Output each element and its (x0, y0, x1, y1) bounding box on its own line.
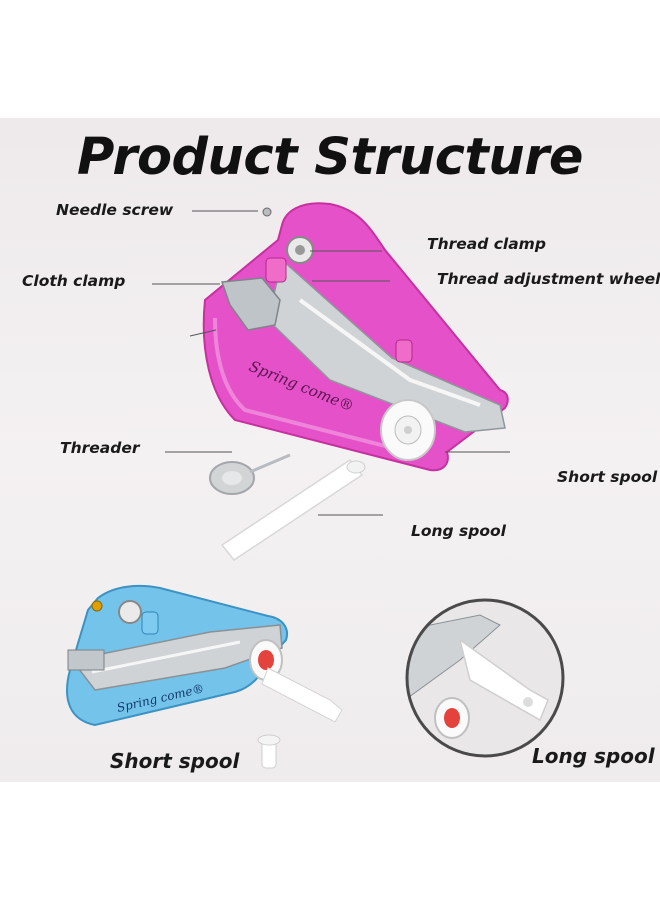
page-title: Product Structure (77, 128, 583, 187)
label-cloth-clamp: Cloth clamp (22, 272, 126, 290)
label-thread-adjustment-wheel: Thread adjustment wheel (437, 270, 660, 288)
long-spool (220, 458, 366, 562)
label-long-spool: Long spool (411, 522, 506, 540)
label-needle-screw: Needle screw (56, 201, 174, 219)
caption-long-spool: Long spool (532, 744, 655, 768)
thread-clamp (265, 257, 287, 283)
threader (209, 453, 291, 495)
caption-short-spool: Short spool (110, 749, 240, 773)
needle-screw (262, 207, 272, 217)
label-threader: Threader (60, 439, 140, 457)
leader-lines (152, 210, 510, 516)
blue-sewing-machine: Spring come® (66, 584, 343, 769)
pink-sewing-machine: Spring come® (202, 202, 509, 472)
label-short-spool: Short spool (557, 468, 658, 486)
label-thread-clamp: Thread clamp (427, 235, 546, 253)
